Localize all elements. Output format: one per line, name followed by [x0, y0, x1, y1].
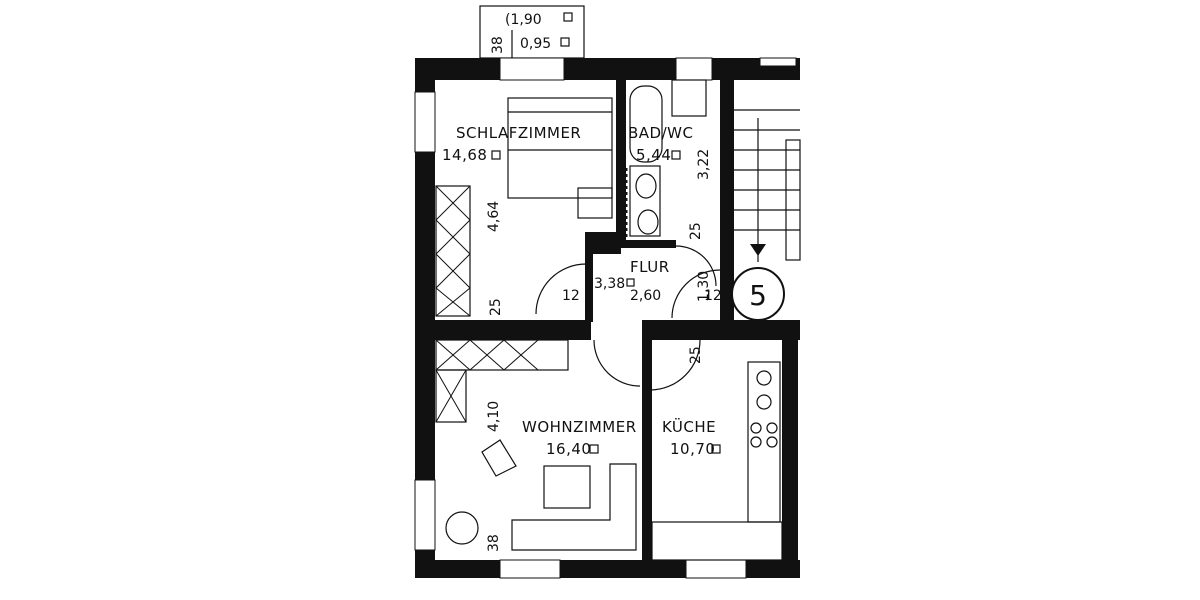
living-height-dim: 4,10 [486, 401, 502, 432]
unit-number-marker: 5 [731, 267, 785, 321]
balcony-line2: 0,95 [520, 36, 551, 52]
bedroom-wardrobe [435, 185, 471, 317]
bathroom-fixtures [624, 79, 707, 238]
balcony: (1,90 0,95 38 [479, 5, 585, 59]
bathroom-door-dim: 25 [688, 222, 704, 240]
bedroom-height-dim: 4,64 [486, 201, 502, 232]
living-room-label: WOHNZIMMER [522, 418, 637, 436]
staircase [734, 109, 801, 262]
hallway-label: FLUR [630, 258, 670, 276]
kitchen-label: KÜCHE [662, 417, 716, 436]
hallway-left-dim: 12 [562, 288, 580, 304]
windows [414, 57, 797, 579]
bed [507, 97, 613, 219]
bedroom-door-dim: 25 [488, 298, 504, 316]
unit-number: 5 [749, 279, 767, 312]
hallway-area-1: 3,38 [594, 276, 625, 292]
doors [535, 245, 721, 391]
walls [415, 58, 800, 578]
hallway-area-2: 2,60 [630, 288, 661, 304]
bathroom-area: 5,44 [636, 146, 671, 164]
balcony-side-dim: 38 [490, 36, 506, 54]
living-38-dim: 38 [486, 534, 502, 552]
balcony-line1: (1,90 [505, 12, 542, 28]
hallway-130-dim: 1,30 [696, 271, 712, 302]
hallway-right-dim: 12 [704, 288, 722, 304]
bathroom-height-dim: 3,22 [696, 149, 712, 180]
living-furniture [435, 339, 637, 551]
bedroom-area: 14,68 [442, 146, 487, 164]
kitchen-door-dim: 25 [688, 346, 704, 364]
kitchen-fixtures [651, 361, 783, 561]
bathroom-label: BAD/WC [628, 124, 693, 142]
living-room-area: 16,40 [546, 440, 591, 458]
kitchen-area: 10,70 [670, 440, 715, 458]
bedroom-label: SCHLAFZIMMER [456, 124, 581, 142]
